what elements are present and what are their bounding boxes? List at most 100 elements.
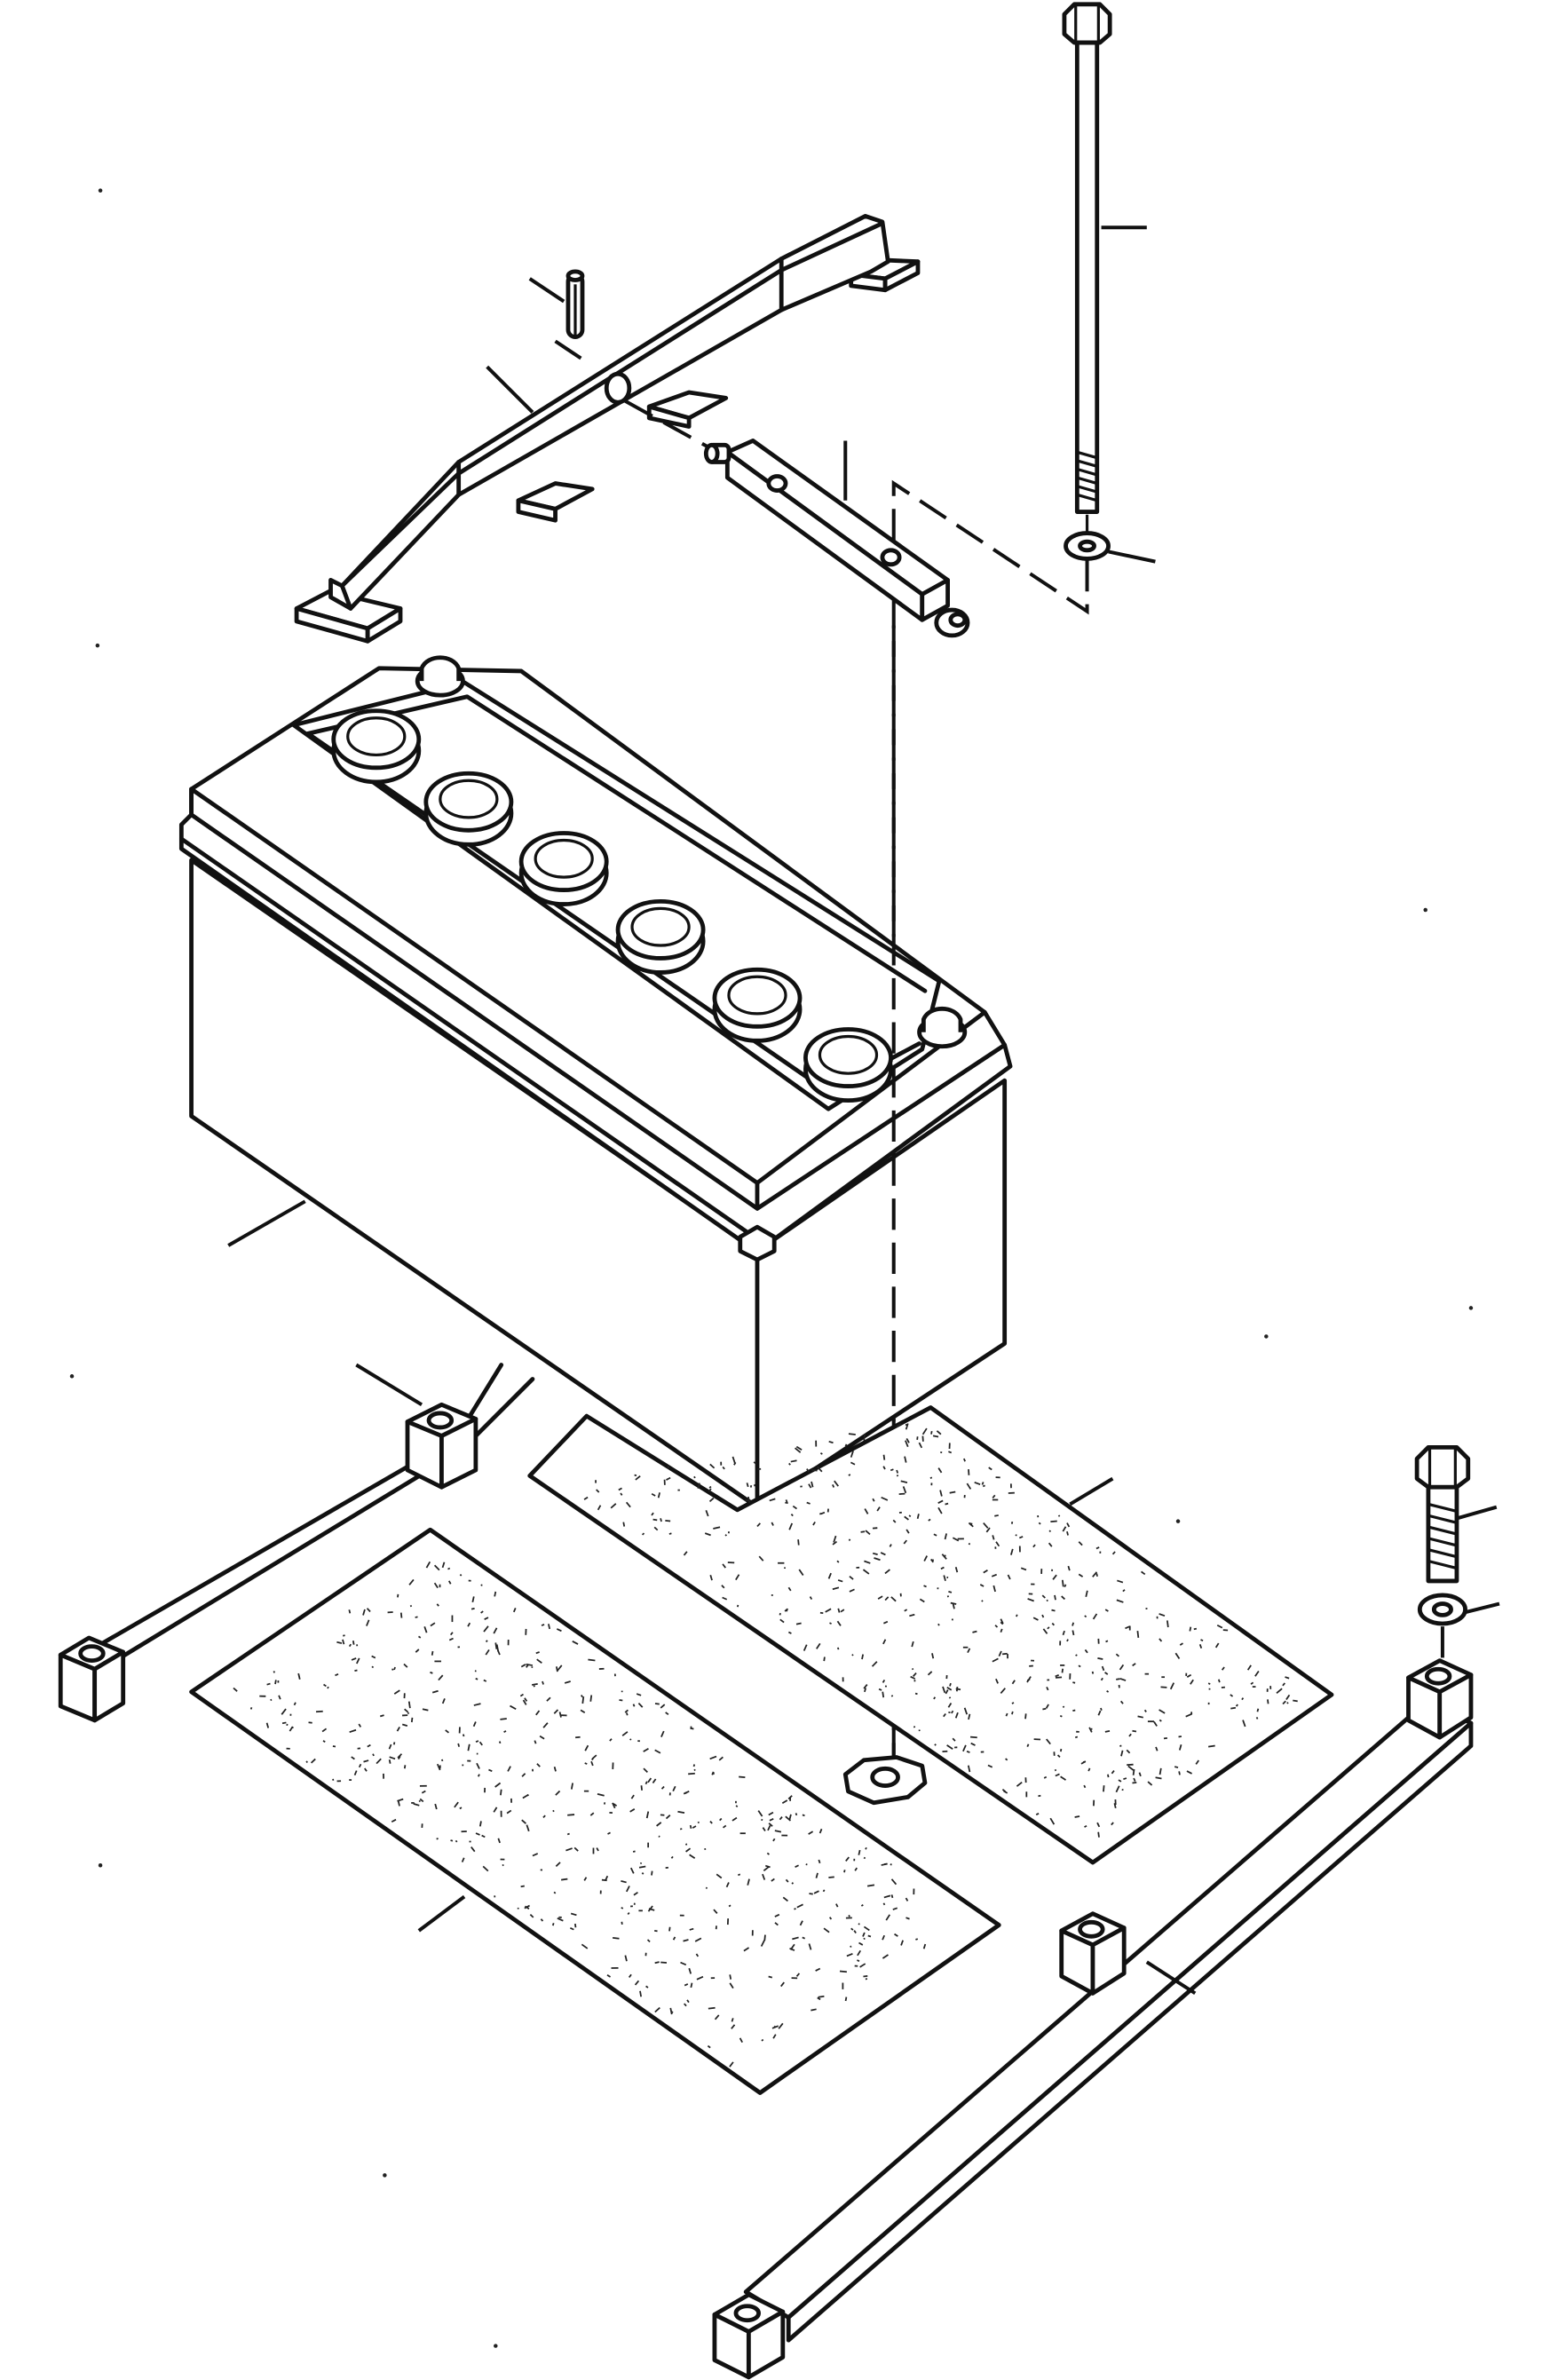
pad-speck [393,1666,396,1671]
pad-speck [863,1856,866,1860]
pad-speck [713,1526,721,1530]
pad-speck [820,1452,823,1455]
pad-speck [949,1682,952,1687]
pad-speck [1230,1694,1234,1697]
pad-speck [485,1649,490,1656]
pad-speck [590,1760,594,1767]
pad-speck [497,1838,501,1844]
pad-speck [1059,1714,1063,1718]
pad-speck [983,1522,989,1529]
pad-speck [597,1505,602,1511]
pad-speck [494,1782,502,1788]
pad-speck [1147,1781,1153,1786]
pad-speck [837,1608,841,1613]
pad-speck [475,1740,479,1743]
pad-speck [1246,1664,1252,1671]
pad-speck [570,1912,577,1917]
pad-speck [994,1625,999,1628]
pad-speck [1185,1712,1192,1718]
pad-speck [799,1920,803,1926]
pad-speck [358,1763,362,1768]
pad-speck [683,1939,689,1942]
pad-speck [1054,1594,1056,1601]
pad-speck [916,1514,920,1519]
pad-speck [629,1808,636,1813]
pad-speck [1103,1785,1105,1792]
pad-speck [413,1803,420,1807]
pad-speck [1060,1775,1066,1781]
pad-speck [389,1756,396,1760]
pad-speck [632,1704,636,1707]
pad-speck [767,1825,771,1831]
pad-speck [883,1894,891,1899]
pad-speck [1062,1526,1067,1532]
pad-speck [536,1658,542,1664]
pad-speck [689,1824,692,1829]
pad-speck [1138,1772,1142,1777]
pad-speck [1119,1744,1122,1747]
pad-speck [1024,1713,1027,1720]
pad-speck [747,1496,751,1503]
pad-speck [391,1818,397,1823]
pad-speck [952,1602,955,1609]
pad-speck [1155,1746,1159,1751]
pad-speck [969,1736,977,1739]
pad-speck [534,1740,537,1744]
pad-speck [919,1598,925,1603]
pad-speck [763,1934,766,1941]
pad-speck [297,1672,301,1680]
pad-speck [1046,1599,1048,1602]
pad-speck [940,1566,945,1570]
pad-speck [731,2024,736,2029]
pad-speck [1159,1613,1166,1617]
pad-speck [1208,1744,1215,1748]
pad-speck [436,1763,441,1771]
pad-speck [591,1754,597,1759]
pad-speck [1186,1770,1192,1775]
pad-speck [1078,1573,1084,1577]
pad-speck [697,1821,700,1824]
pad-speck [858,1941,864,1946]
pad-speck [892,1519,897,1523]
pad-speck [724,1534,728,1537]
pad-speck [1000,1628,1003,1633]
pad-speck [665,1815,671,1820]
pad-speck [722,1596,728,1601]
pad-speck [473,1703,481,1706]
pad-speck [937,1623,940,1626]
pad-speck [808,1830,814,1835]
pad-speck [823,1657,826,1662]
pad-speck [351,1657,357,1661]
pad-speck [684,1983,689,1987]
pad-speck [929,1476,933,1479]
pad-speck [1084,1824,1087,1828]
pad-speck [632,1850,636,1853]
pad-speck [634,1980,640,1986]
pad-speck [557,1664,563,1672]
pad-speck [274,1680,277,1685]
pad-speck [342,1639,345,1645]
pad-speck [882,1902,886,1906]
pad-speck [992,1585,996,1593]
pad-speck [651,1512,654,1516]
pad-speck [772,2034,777,2039]
pad-speck [1000,1618,1004,1625]
pad-speck [573,1923,577,1928]
pad-speck [1241,1697,1245,1701]
pad-speck [863,1937,866,1941]
pad-speck [1128,1733,1132,1737]
pad-speck [860,1904,864,1907]
pad-speck [808,1483,812,1489]
pad-speck [1166,1620,1169,1628]
pad-speck [449,1632,454,1636]
pad-speck [1045,1704,1049,1709]
pad-speck [289,1726,294,1732]
pad-speck [778,2022,784,2029]
lock-washer-top [1064,514,1111,561]
pad-speck [815,1967,821,1972]
pad-speck [1190,1679,1194,1685]
pad-speck [597,1792,605,1797]
pad-speck [668,1532,672,1535]
pad-speck [652,1778,657,1784]
pad-speck [621,1907,624,1910]
